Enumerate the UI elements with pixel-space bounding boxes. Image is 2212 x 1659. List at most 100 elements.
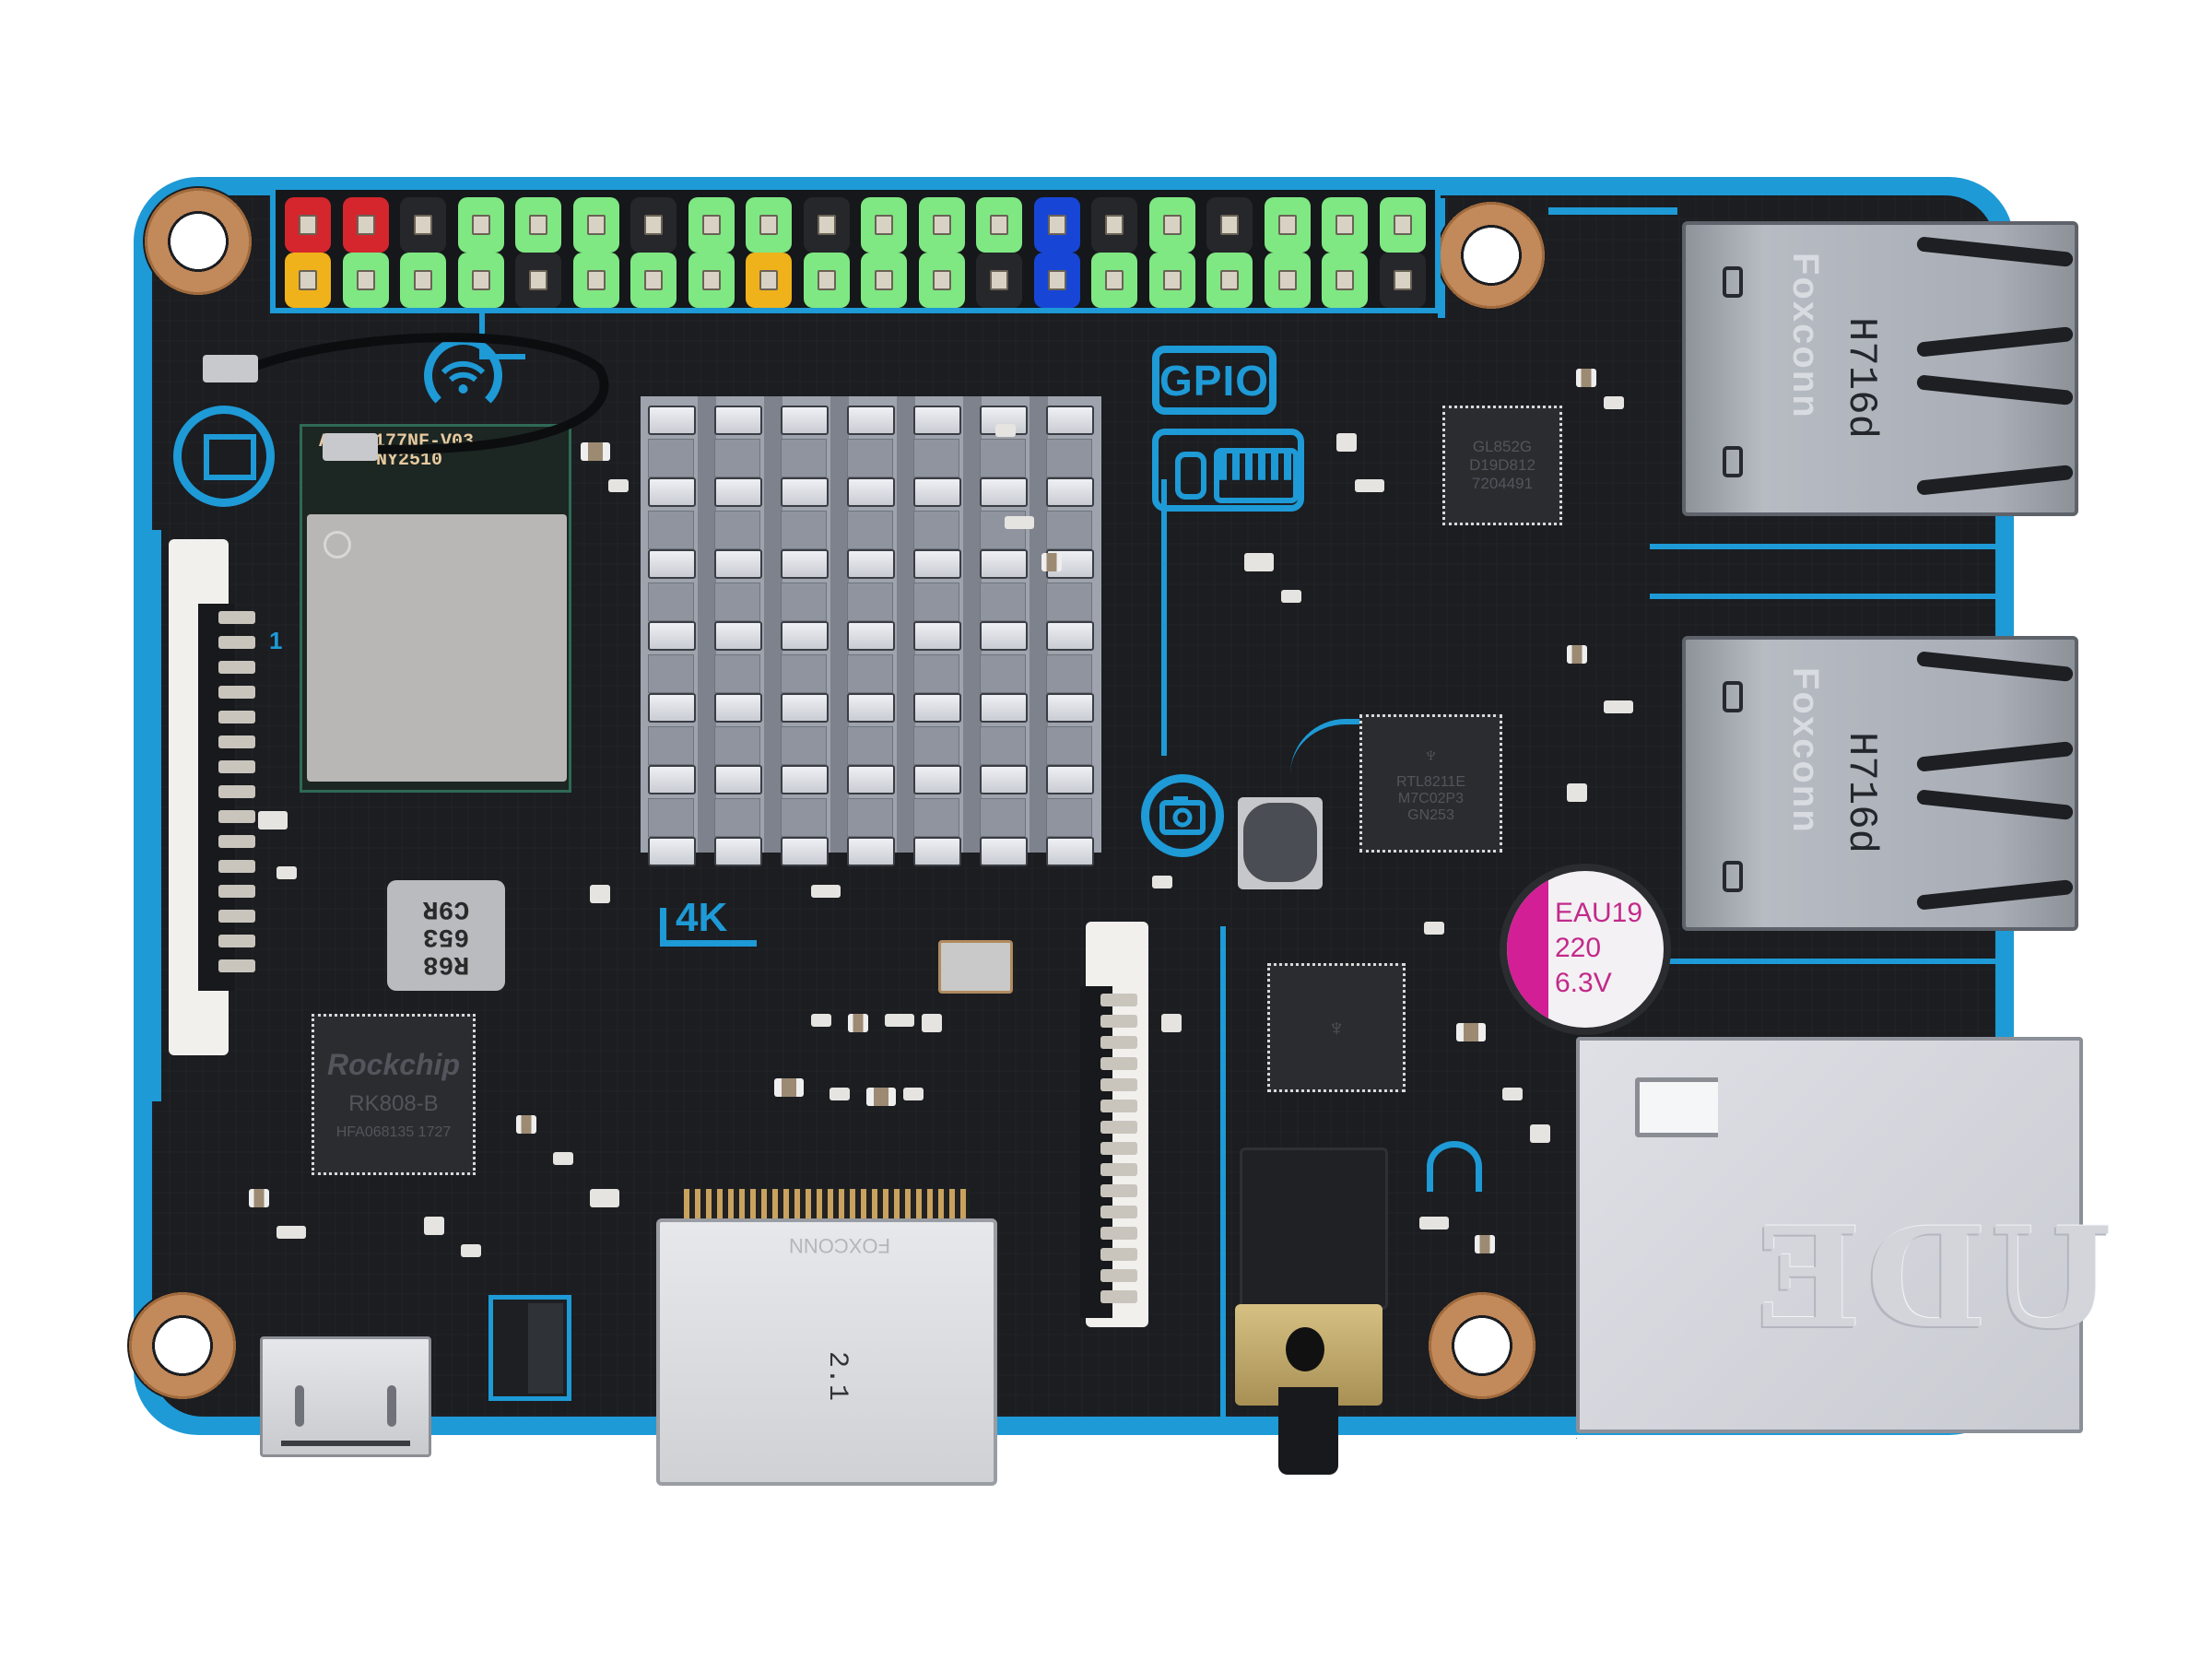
gpio-pin-green[interactable] xyxy=(572,197,619,253)
gpio-pin-red[interactable] xyxy=(285,197,331,253)
gpio-pin-black[interactable] xyxy=(630,197,677,253)
gpio-pin-green[interactable] xyxy=(342,253,389,308)
gpio-pin-column[interactable] xyxy=(1148,197,1195,308)
smd-component xyxy=(1604,396,1624,409)
gpio-pin-column[interactable] xyxy=(688,197,735,308)
gpio-pin-yellow[interactable] xyxy=(285,253,331,308)
monitor-icon xyxy=(173,406,275,507)
heatsink-fin xyxy=(648,477,696,507)
gpio-pin-blue[interactable] xyxy=(1033,197,1080,253)
gpio-pin-black[interactable] xyxy=(515,253,561,308)
heatsink-slot xyxy=(963,396,982,853)
gpio-pin-black[interactable] xyxy=(1091,197,1137,253)
gpio-pin-column[interactable] xyxy=(515,197,561,308)
gpio-pin-green[interactable] xyxy=(630,253,677,308)
mounting-hole-top-right xyxy=(1436,200,1547,311)
hdmi-brand: FOXCONN xyxy=(789,1234,890,1257)
heatsink-cell xyxy=(648,726,694,765)
jumper-header[interactable] xyxy=(488,1295,571,1401)
gpio-pin-column[interactable] xyxy=(630,197,677,308)
ethernet-port[interactable]: UDE xyxy=(1576,1037,2112,1433)
gpio-pin-column[interactable] xyxy=(1091,197,1137,308)
gpio-pin-black[interactable] xyxy=(1379,253,1426,308)
heatsink xyxy=(641,396,1101,866)
heatsink-fin xyxy=(913,765,961,794)
gpio-pin-column[interactable] xyxy=(1264,197,1311,308)
pin-pad xyxy=(990,270,1008,290)
gpio-pin-column[interactable] xyxy=(861,197,907,308)
gpio-pin-black[interactable] xyxy=(1206,197,1253,253)
heatsink-cell xyxy=(1046,798,1092,837)
gpio-pin-red[interactable] xyxy=(342,197,389,253)
gpio-pin-green[interactable] xyxy=(918,197,965,253)
gpio-pin-blue[interactable] xyxy=(1033,253,1080,308)
gpio-pin-column[interactable] xyxy=(1379,197,1426,308)
gpio-pin-column[interactable] xyxy=(1033,197,1080,308)
gpio-pin-column[interactable] xyxy=(285,197,331,308)
heatsink-fin xyxy=(913,549,961,579)
gpio-pin-green[interactable] xyxy=(1091,253,1137,308)
gpio-pin-black[interactable] xyxy=(400,197,446,253)
gpio-pin-green[interactable] xyxy=(803,253,850,308)
gpio-pin-green[interactable] xyxy=(861,253,907,308)
heatsink-fin xyxy=(1046,621,1094,651)
gpio-pin-column[interactable] xyxy=(746,197,792,308)
pin-pad xyxy=(875,270,893,290)
smd-component xyxy=(903,1088,924,1100)
gpio-pin-green[interactable] xyxy=(1148,197,1195,253)
gpio-pin-column[interactable] xyxy=(803,197,850,308)
heatsink-fin xyxy=(714,693,762,723)
gpio-pin-black[interactable] xyxy=(803,197,850,253)
gpio-pin-green[interactable] xyxy=(976,197,1022,253)
pin-pad xyxy=(1047,270,1066,290)
gpio-pin-column[interactable] xyxy=(342,197,389,308)
gpio-pin-green[interactable] xyxy=(1379,197,1426,253)
smd-component xyxy=(1336,433,1357,452)
usb-port-1[interactable]: Foxconn H716d xyxy=(1682,221,2078,516)
smd-component xyxy=(276,1226,306,1239)
gpio-pin-green[interactable] xyxy=(918,253,965,308)
audio-jack[interactable] xyxy=(1240,1147,1388,1310)
fpc-pin1-marker: 1 xyxy=(269,627,283,654)
usb-port-2[interactable]: Foxconn H716d xyxy=(1682,636,2078,931)
gpio-pin-green[interactable] xyxy=(400,253,446,308)
gpio-pin-green[interactable] xyxy=(688,253,735,308)
gpio-pin-column[interactable] xyxy=(918,197,965,308)
gpio-pin-green[interactable] xyxy=(1322,197,1368,253)
pin-pad xyxy=(414,215,432,235)
gpio-pin-green[interactable] xyxy=(457,197,504,253)
mini-hdmi-port[interactable]: FOXCONN 2.1 xyxy=(656,1218,997,1486)
gpio-pin-column[interactable] xyxy=(457,197,504,308)
gpio-pin-column[interactable] xyxy=(1206,197,1253,308)
heatsink-cell xyxy=(847,582,893,621)
gpio-pin-column[interactable] xyxy=(976,197,1022,308)
gpio-pin-green[interactable] xyxy=(572,253,619,308)
gpio-pin-green[interactable] xyxy=(746,197,792,253)
fpc-contact xyxy=(1100,1057,1137,1070)
gpio-pin-green[interactable] xyxy=(1148,253,1195,308)
heatsink-fin xyxy=(980,477,1028,507)
heatsink-fin xyxy=(1046,765,1094,794)
gpio-header[interactable] xyxy=(270,184,1441,313)
gpio-pin-yellow[interactable] xyxy=(746,253,792,308)
gpio-pin-black[interactable] xyxy=(976,253,1022,308)
gpio-pin-green[interactable] xyxy=(1264,197,1311,253)
gpio-pin-green[interactable] xyxy=(688,197,735,253)
gpio-pin-column[interactable] xyxy=(400,197,446,308)
heatsink-fin xyxy=(980,621,1028,651)
gpio-pin-green[interactable] xyxy=(861,197,907,253)
gpio-pin-column[interactable] xyxy=(1322,197,1368,308)
gpio-pin-green[interactable] xyxy=(1322,253,1368,308)
micro-usb-power-port[interactable] xyxy=(260,1336,431,1457)
gpio-pin-green[interactable] xyxy=(1206,253,1253,308)
mounting-hole-bottom-right xyxy=(1427,1290,1537,1401)
gpio-pin-green[interactable] xyxy=(1264,253,1311,308)
smd-component xyxy=(608,479,629,492)
pmic-chip: Rockchip RK808-B HFA068135 1727 xyxy=(312,1014,476,1175)
gpio-pin-column[interactable] xyxy=(572,197,619,308)
gpio-pin-green[interactable] xyxy=(457,253,504,308)
mouse-keyboard-icon xyxy=(1152,429,1304,512)
gpio-pin-green[interactable] xyxy=(515,197,561,253)
fpc-contact xyxy=(218,810,255,823)
heatsink-cell xyxy=(913,582,959,621)
